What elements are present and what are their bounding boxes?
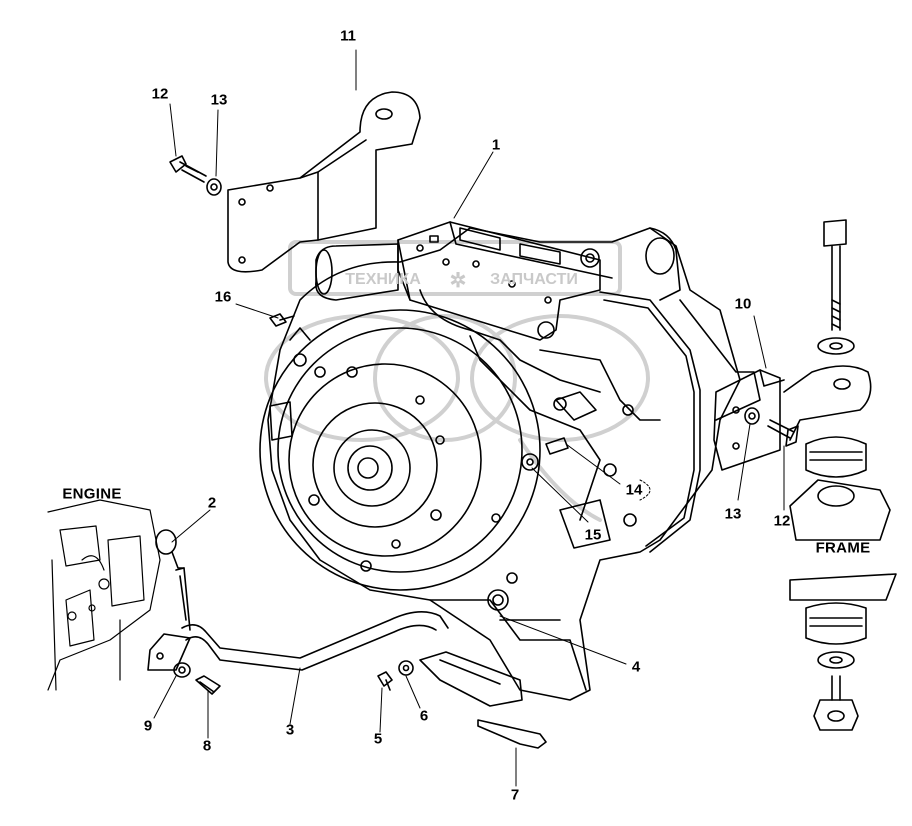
bolt-14 [545,437,569,455]
callout-4: 4 [631,658,641,676]
washer-9 [173,662,191,678]
leader-lines [153,49,785,787]
engine-partial [47,499,161,691]
bolt-16 [269,313,295,327]
callout-16: 16 [214,288,232,306]
callout-13-right: 13 [724,505,742,523]
callout-10: 10 [734,295,752,313]
hose-7 [477,719,547,749]
callout-9: 9 [143,717,153,735]
callout-8: 8 [202,737,212,755]
washer-13-top [206,178,222,196]
callout-13-top: 13 [210,91,228,109]
callout-6: 6 [419,707,429,725]
bolt-12-right [767,419,799,447]
callout-12-top: 12 [151,85,169,103]
upper-mount-bracket [227,91,421,273]
watermark-right-word: ЗАПЧАСТИ [490,271,578,288]
washer-15 [521,453,539,471]
transmission-body [259,221,761,701]
callout-1: 1 [491,136,501,154]
callout-14: 14 [625,481,643,499]
bolt-8 [195,675,221,695]
bracket-lower [419,651,523,707]
dipstick [155,529,191,631]
engine-label: ENGINE [62,485,122,503]
frame-label: FRAME [815,539,871,557]
callout-12-right: 12 [773,512,791,530]
washer-13-right [744,407,760,425]
washer-6 [398,660,414,676]
watermark-left-word: ТЕХНИКА [345,271,421,288]
callout-7: 7 [510,786,520,804]
right-mount-bracket [713,365,872,471]
frame-mount-stack [789,219,897,731]
callout-3: 3 [285,721,295,739]
bolt-12-top [169,155,207,183]
watermark-gear-icon: ✲ [449,270,467,292]
dipstick-tube [147,611,449,671]
callout-5: 5 [373,730,383,748]
callout-2: 2 [207,494,217,512]
bolt-5 [377,671,393,691]
callout-11: 11 [340,27,356,45]
callout-15: 15 [584,526,602,544]
